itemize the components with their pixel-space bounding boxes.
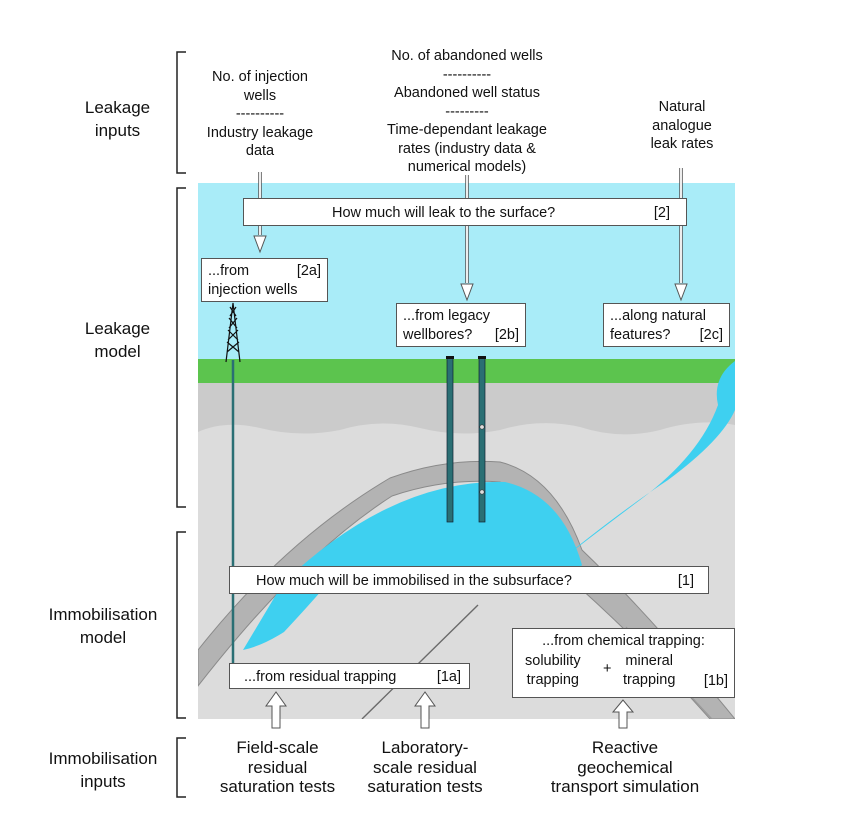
co2-plume	[283, 481, 582, 584]
field-scale-input: Field-scale residual saturation tests	[219, 738, 336, 797]
drilling-derrick	[225, 302, 241, 363]
stratum-line	[361, 604, 479, 719]
immobilisation-question-text: How much will be immobilised in the subs…	[256, 573, 572, 589]
leakage-inputs-label: Leakage inputs	[84, 98, 151, 140]
leakage-model-label: Leakage model	[84, 319, 151, 361]
immobilisation-model-label: Immobilisation model	[48, 605, 158, 647]
rock-band	[198, 382, 735, 435]
injection-wells-text: ...from injection wells	[208, 263, 298, 298]
natural-analogue-input: Natural analogue leak rates	[650, 99, 714, 153]
legacy-wellbores-box: ...from legacy wellbores? [2b]	[396, 303, 526, 347]
injection-wells-ref: [2a]	[296, 263, 321, 279]
laboratory-scale-input: Laboratory- scale residual saturation te…	[367, 738, 483, 797]
ground-surface	[198, 359, 735, 383]
injection-wells-input: No. of injection wells ---------- Indust…	[206, 69, 314, 160]
immobilisation-inputs-label: Immobilisation inputs	[48, 749, 158, 791]
section-brackets	[176, 51, 186, 798]
chemical-trapping-box: ...from chemical trapping: solubility tr…	[512, 628, 735, 698]
immobilisation-question-ref: [1]	[677, 573, 694, 589]
leak-question-text: How much will leak to the surface?	[332, 205, 556, 221]
natural-features-text: ...along natural features?	[610, 308, 706, 343]
leak-question-box: How much will leak to the surface? [2]	[243, 198, 687, 226]
caprock-layer	[198, 460, 735, 719]
leak-question-ref: [2]	[653, 205, 670, 221]
natural-features-ref: [2c]	[699, 327, 723, 343]
injection-wells-box: ...from injection wells [2a]	[201, 258, 328, 302]
legacy-wellbores	[446, 356, 486, 523]
abandoned-wells-input: No. of abandoned wells ---------- Abando…	[387, 48, 547, 176]
natural-features-box: ...along natural features? [2c]	[603, 303, 730, 347]
immobilisation-question-box: How much will be immobilised in the subs…	[229, 566, 709, 594]
solubility-trapping-text: solubility trapping	[525, 653, 581, 688]
legacy-wellbores-ref: [2b]	[494, 327, 519, 343]
chemical-trapping-title: ...from chemical trapping:	[542, 633, 705, 649]
plus-sign: +	[603, 661, 612, 677]
injection-well	[225, 302, 241, 664]
arrows	[253, 168, 688, 729]
legacy-wellbores-text: ...from legacy wellbores?	[403, 308, 491, 343]
chemical-trapping-ref: [1b]	[703, 673, 728, 689]
reactive-simulation-input: Reactive geochemical transport simulatio…	[550, 738, 700, 797]
residual-trapping-text: ...from residual trapping	[244, 669, 397, 685]
co2-plume-flank	[243, 583, 328, 650]
residual-trapping-ref: [1a]	[436, 669, 461, 685]
mineral-trapping-text: mineral trapping	[623, 653, 676, 688]
residual-trapping-box: ...from residual trapping [1a]	[229, 663, 470, 689]
